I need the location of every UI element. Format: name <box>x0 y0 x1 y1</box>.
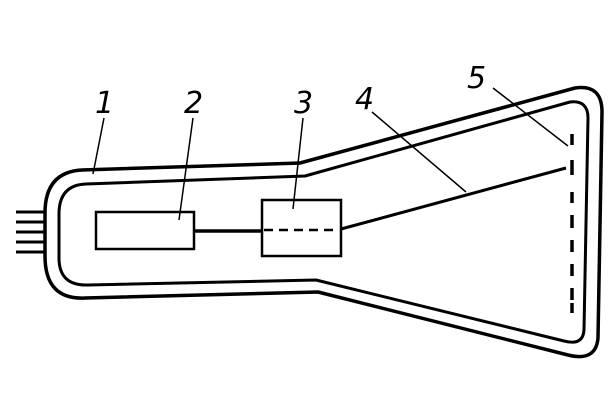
electron-gun-box <box>94 210 196 251</box>
label-envelope: 1 <box>95 86 114 121</box>
leader-2 <box>178 117 194 221</box>
label-screen: 5 <box>467 61 486 96</box>
label-electron-gun: 2 <box>184 86 203 121</box>
label-deflection-system: 3 <box>294 86 313 121</box>
envelope-inner <box>57 100 590 344</box>
leader-3 <box>292 117 304 210</box>
deflection-system-box <box>260 198 343 258</box>
leader-4 <box>371 111 467 193</box>
label-electron-beam: 4 <box>355 82 374 117</box>
electron-beam <box>340 166 567 231</box>
leader-5 <box>492 87 569 147</box>
leader-1 <box>92 117 105 175</box>
connector-pins <box>16 210 46 254</box>
leader-lines <box>92 87 569 221</box>
envelope-outer <box>43 85 604 359</box>
